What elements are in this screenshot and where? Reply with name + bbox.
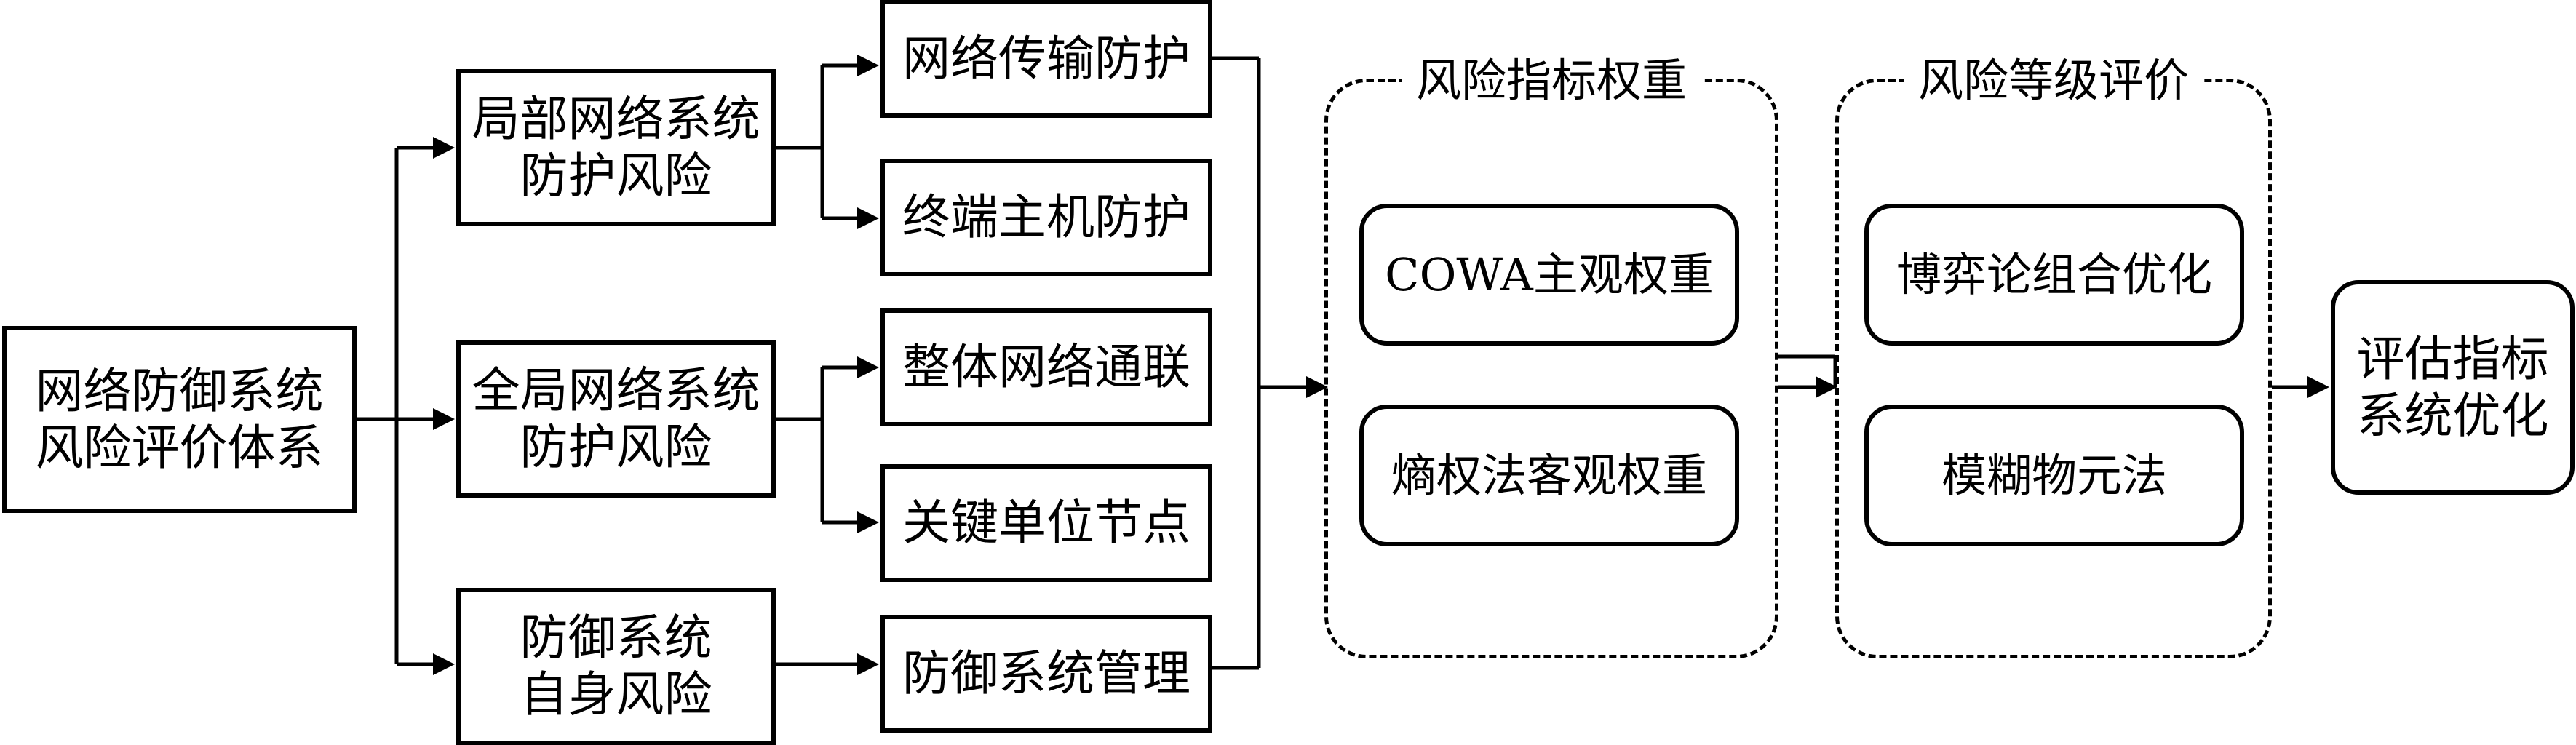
evaluation-label: 博弈论组合优化 [1896,247,2212,301]
item-network-transmission: 网络传输防护 [880,0,1212,118]
item-key-node: 关键单位节点 [880,464,1212,582]
category-self-line-2: 自身风险 [520,666,712,722]
weight-label: 熵权法客观权重 [1391,448,1707,502]
output-line-2: 系统优化 [2356,387,2549,444]
category-global: 全局网络系统 防护风险 [456,340,776,498]
item-label: 终端主机防护 [902,189,1190,246]
item-label: 防御系统管理 [902,645,1190,702]
item-defense-management: 防御系统管理 [880,615,1212,733]
category-self: 防御系统 自身风险 [456,588,776,745]
root-line-2: 风险评价体系 [35,419,324,476]
category-local-line-2: 防护风险 [520,148,712,204]
category-self-line-1: 防御系统 [520,610,712,666]
item-label: 整体网络通联 [902,339,1190,396]
category-global-line-1: 全局网络系统 [472,362,760,419]
output-line-1: 评估指标 [2356,330,2549,387]
weights-group-title: 风险指标权重 [1401,58,1702,103]
item-label: 关键单位节点 [902,495,1190,551]
root-line-1: 网络防御系统 [35,362,324,419]
evaluation-group-title: 风险等级评价 [1903,58,2204,103]
entropy-weight-node: 熵权法客观权重 [1359,405,1739,546]
category-local-line-1: 局部网络系统 [472,91,760,148]
game-theory-node: 博弈论组合优化 [1864,204,2244,346]
category-global-line-2: 防护风险 [520,419,712,475]
item-label: 网络传输防护 [902,31,1190,87]
root-node: 网络防御系统 风险评价体系 [2,326,357,513]
output-node: 评估指标 系统优化 [2331,280,2575,495]
weights-group [1324,79,1778,658]
fuzzy-matter-element-node: 模糊物元法 [1864,405,2244,546]
evaluation-group [1835,79,2272,658]
weight-label: COWA主观权重 [1385,247,1714,301]
item-overall-network: 整体网络通联 [880,308,1212,426]
item-terminal-host: 终端主机防护 [880,159,1212,276]
category-local: 局部网络系统 防护风险 [456,69,776,226]
evaluation-label: 模糊物元法 [1941,448,2167,502]
cowa-weight-node: COWA主观权重 [1359,204,1739,346]
